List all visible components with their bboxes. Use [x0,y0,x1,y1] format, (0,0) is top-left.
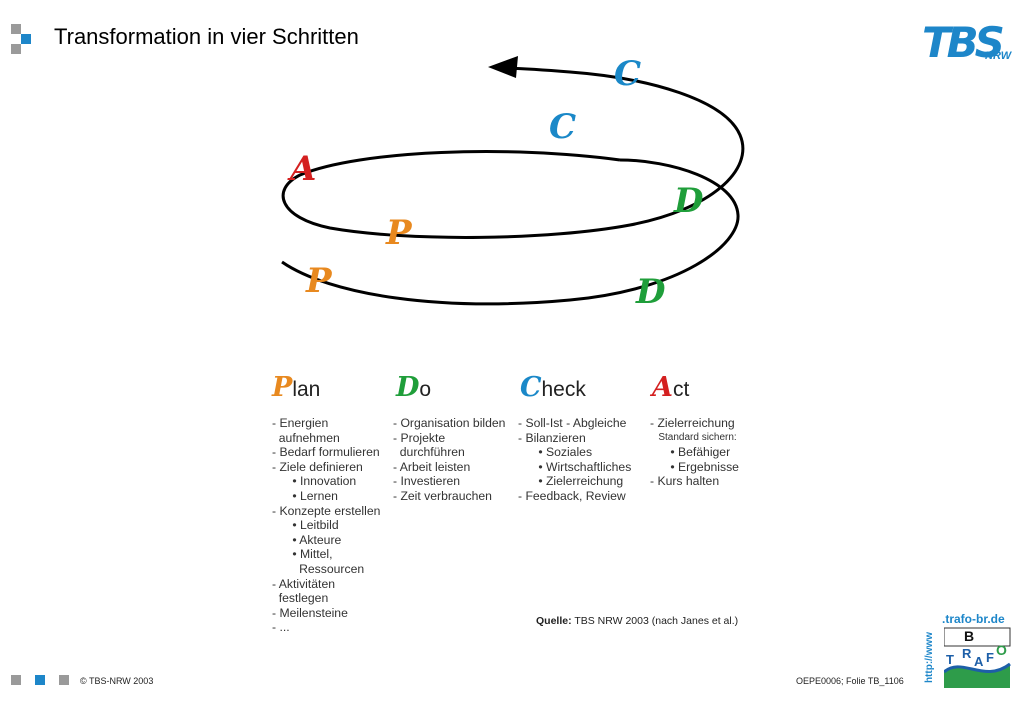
list-item: • Wirtschaftliches [518,459,632,474]
pdca-spiral [281,56,745,306]
trafo-prefix: http://www [924,631,936,684]
heading-check: Check [520,372,586,403]
list-item: - ... [272,620,290,635]
list-item: - Bedarf formulieren [272,445,380,460]
list-item: - Soll-Ist - Abgleiche [518,416,627,430]
list-item: - Kurs halten [650,474,720,489]
act-list: - Zielerreichung Standard sichern: • Bef… [650,416,739,489]
list-item: - Projekte [393,430,446,445]
list-item: - Konzepte erstellen [272,503,381,518]
tbs-logo: TBS [922,18,1005,67]
heading-act-cap: A [652,372,673,403]
spiral-letter-plan-lower: P [306,261,332,301]
list-item: - Energien [272,416,329,430]
list-item: - Arbeit leisten [393,459,471,474]
trafo-url: .trafo-br.de [942,612,1005,626]
heading-check-cap: C [520,372,542,403]
footer-square-blue [35,675,45,685]
trafo-letter-t: T [946,652,954,667]
list-item: - Aktivitäten [272,576,335,591]
list-item: - Organisation bilden [393,416,506,430]
list-item: • Ergebnisse [650,459,739,474]
spiral-letter-do-upper: D [674,181,704,221]
page-title: Transformation in vier Schritten [54,24,359,49]
heading-do: Do [396,372,431,403]
heading-plan-rest: lan [292,378,321,401]
list-item: - Zielerreichung [650,416,735,430]
list-item: • Akteure [272,532,342,547]
header-square-grey-bottom [11,44,21,54]
heading-plan: Plan [272,372,320,403]
spiral-letter-act: A [290,149,317,189]
list-item: • Soziales [518,445,593,460]
list-item: • Innovation [272,474,357,489]
heading-plan-cap: P [272,372,293,403]
list-item: • Befähiger [650,445,731,460]
footer-square-grey-2 [59,675,69,685]
list-item: - Feedback, Review [518,488,626,503]
spiral-letter-check-upper: C [614,54,642,94]
do-list: - Organisation bilden- Projekte durchfüh… [393,416,505,504]
list-item: aufnehmen [272,430,340,445]
plan-list: - Energien aufnehmen- Bedarf formulieren… [272,416,380,635]
list-item: Standard sichern: [650,431,737,443]
trafo-logo[interactable]: .trafo-br.de http://www B T R A F O [924,612,1014,688]
heading-act: Act [652,372,689,403]
header-square-blue [21,34,31,44]
list-item: durchführen [393,445,465,460]
heading-do-rest: o [419,378,432,401]
list-item: - Ziele definieren [272,459,363,474]
footer-square-grey-1 [11,675,21,685]
header-square-grey-top [11,24,21,34]
spiral-letter-check-lower: C [549,107,577,147]
list-item: Ressourcen [272,561,365,576]
tbs-logo-sub: NRW [985,50,1012,62]
list-item: • Zielerreichung [518,474,624,489]
list-item: • Mittel, [272,547,333,562]
heading-act-rest: ct [672,378,690,401]
list-item: - Bilanzieren [518,430,586,445]
list-item: • Lernen [272,488,338,503]
spiral-letter-do-lower: D [636,272,666,312]
list-item: festlegen [272,591,329,606]
source-note: Quelle: TBS NRW 2003 (nach Janes et al.) [536,615,738,627]
check-list: - Soll-Ist - Abgleiche- Bilanzieren • So… [518,416,631,504]
trafo-graphic [944,627,1011,688]
list-item: - Meilensteine [272,605,348,620]
footer-slide-ref: OEPE0006; Folie TB_1106 [796,676,904,686]
trafo-letter-r: R [962,646,972,661]
source-text: TBS NRW 2003 (nach Janes et al.) [574,615,739,627]
list-item: - Zeit verbrauchen [393,488,492,503]
source-label: Quelle: [536,615,572,627]
footer-copyright: © TBS-NRW 2003 [80,676,154,686]
list-item: • Leitbild [272,518,339,533]
trafo-letter-b: B [964,628,975,644]
trafo-letter-f: F [986,650,994,665]
heading-check-rest: heck [541,378,586,401]
spiral-letter-plan-upper: P [386,213,412,253]
trafo-letter-a: A [974,654,984,669]
trafo-letter-o: O [996,642,1007,658]
heading-do-cap: D [396,372,420,403]
list-item: - Investieren [393,474,461,489]
